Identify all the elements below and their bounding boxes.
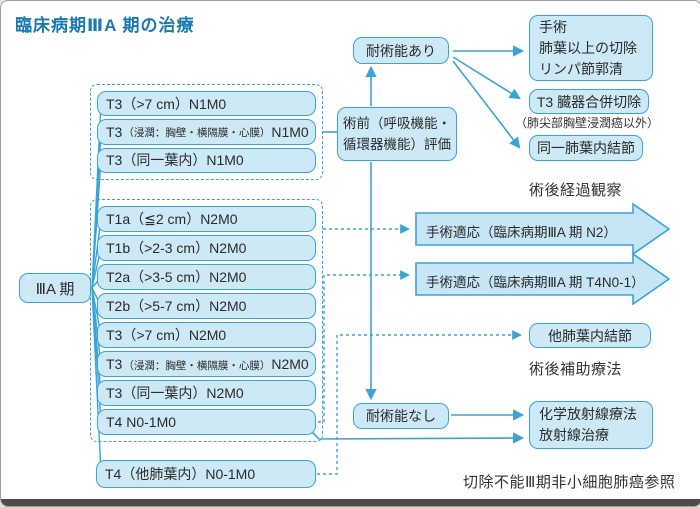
t3-combined-note: （肺尖部胸壁浸潤癌以外）: [515, 116, 660, 130]
node-label: リンパ節郭清: [539, 60, 623, 77]
node-t3-combined-resection: T3 臓器合併切除: [529, 89, 649, 114]
surgical-indication-t4-label: 手術適応（臨床病期ⅢA 期 T4N0-1）: [426, 275, 645, 290]
node-label: T3（>7 cm）N2M0: [106, 327, 227, 343]
node-label: 化学放射線療法: [539, 406, 637, 422]
node-t1a-n2m0: T1a（≦2 cm）N2M0: [97, 206, 316, 232]
node-chemoradiotherapy: 化学放射線療法 放射線治療: [529, 401, 653, 449]
node-label: T1b（>2-3 cm）N2M0: [106, 240, 247, 256]
node-label: 耐術能なし: [366, 408, 436, 424]
node-label: N1M0: [271, 123, 309, 140]
surgical-indication-n2-label: 手術適応（臨床病期ⅢA 期 N2）: [426, 225, 617, 240]
node-surgery: 手術 肺葉以上の切除 リンパ節郭清: [529, 15, 653, 81]
node-t3-invasion-n1m0: T3 （浸潤：胸壁・横隔膜・心膜） N1M0: [97, 119, 316, 145]
connector-tolerable-to-samelobe: [452, 60, 521, 149]
node-label: T2a（>3-5 cm）N2M0: [106, 269, 247, 285]
node-label: T3: [106, 123, 123, 140]
node-t3-gt7-n1m0: T3（>7 cm）N1M0: [97, 91, 316, 117]
node-label: 手術: [539, 18, 567, 35]
group-n2m0-dashed: T1a（≦2 cm）N2M0 T1b（>2-3 cm）N2M0 T2a（>3-5…: [90, 199, 323, 442]
node-other-lobe-nodule: 他肺葉内結節: [529, 323, 651, 348]
node-label: T1a（≦2 cm）N2M0: [106, 211, 238, 227]
node-t3-invasion-n2m0: T3 （浸潤：胸壁・横隔膜・心膜） N2M0: [97, 351, 316, 377]
connector-tolerable-to-t3combined: [452, 56, 521, 100]
node-label: T3（>7 cm）N1M0: [106, 95, 227, 112]
node-preop-evaluation: 術前（呼吸機能・ 循環器機能）評価: [337, 107, 457, 161]
node-t4-otherlobe-n01m0: T4（他肺葉内）N0-1M0: [96, 460, 316, 488]
postop-followup-label: 術後経過観察: [529, 182, 623, 199]
node-label: T3（同一葉内）N1M0: [106, 152, 244, 169]
node-label: 術前（呼吸機能・: [343, 116, 451, 131]
node-t3-samelobe-n2m0: T3（同一葉内）N2M0: [97, 380, 316, 406]
group-n1m0-dashed: T3（>7 cm）N1M0 T3 （浸潤：胸壁・横隔膜・心膜） N1M0 T3（…: [90, 84, 323, 180]
unresectable-reference-label: 切除不能Ⅲ期非小細胞肺癌参照: [463, 474, 676, 491]
page-title: 臨床病期ⅢA 期の治療: [15, 16, 195, 35]
node-label: 同一肺葉内結節: [537, 140, 635, 156]
node-label: 循環器機能）評価: [343, 137, 451, 152]
node-label: T2b（>5-7 cm）N2M0: [106, 298, 247, 314]
node-label-small: （浸潤：胸壁・横隔膜・心膜）: [123, 127, 271, 140]
node-same-lobe-nodule: 同一肺葉内結節: [529, 135, 643, 161]
node-t2a-n2m0: T2a（>3-5 cm）N2M0: [97, 264, 316, 290]
node-label: T4（他肺葉内）N0-1M0: [105, 466, 256, 482]
node-t3-gt7-n2m0: T3（>7 cm）N2M0: [97, 322, 316, 348]
node-label: T3（同一葉内）N2M0: [106, 385, 244, 401]
node-label: T3: [106, 356, 123, 372]
node-label: T4 N0-1M0: [106, 414, 177, 430]
node-label: ⅢA 期: [35, 280, 75, 298]
node-t2b-n2m0: T2b（>5-7 cm）N2M0: [97, 293, 316, 319]
node-stage-iiia: ⅢA 期: [19, 273, 91, 303]
node-inoperable: 耐術能なし: [353, 403, 449, 429]
node-label: 放射線治療: [539, 427, 609, 443]
adjuvant-therapy-label: 術後補助療法: [529, 361, 623, 378]
connector-t4-to-indication-t4: [312, 270, 410, 423]
node-label: 耐術能あり: [366, 42, 436, 59]
node-t4-n01m0: T4 N0-1M0: [97, 409, 316, 435]
node-label: T3 臓器合併切除: [536, 93, 642, 110]
node-label: 肺葉以上の切除: [539, 39, 637, 56]
connector-group2-to-radiotherapy: [311, 431, 525, 444]
node-operable: 耐術能あり: [353, 37, 449, 64]
bottom-edge-bar: [1, 499, 700, 506]
node-t1b-n2m0: T1b（>2-3 cm）N2M0: [97, 235, 316, 261]
node-label: N2M0: [271, 356, 309, 372]
node-label: 他肺葉内結節: [548, 327, 632, 344]
node-label-small: （浸潤：胸壁・横隔膜・心膜）: [123, 359, 271, 372]
node-t3-samelobe-n1m0: T3（同一葉内）N1M0: [97, 147, 316, 173]
